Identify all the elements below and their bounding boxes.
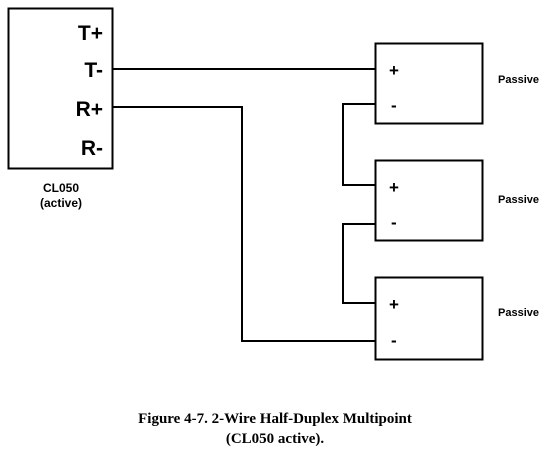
figure-caption: Figure 4-7. 2-Wire Half-Duplex Multipoin… xyxy=(0,409,550,449)
wires xyxy=(113,68,376,342)
caption-line-2: (CL050 active). xyxy=(225,431,325,447)
passive-2-minus: - xyxy=(391,213,397,232)
active-device-name: CL050 xyxy=(43,181,79,195)
terminal-r-plus: R+ xyxy=(76,98,103,121)
passive-3-minus: - xyxy=(391,331,397,350)
passive-2-label: Passive xyxy=(498,194,539,206)
active-device-mode: (active) xyxy=(40,196,82,210)
terminal-t-plus: T+ xyxy=(78,22,103,45)
wire-passive-1-minus-to-passive-2-plus xyxy=(342,103,376,186)
passive-2-plus: + xyxy=(389,178,399,197)
active-device-box xyxy=(7,7,114,170)
caption-line-1: Figure 4-7. 2-Wire Half-Duplex Multipoin… xyxy=(138,411,412,427)
passive-3-label: Passive xyxy=(498,307,539,319)
passive-device-box-2 xyxy=(374,159,484,242)
terminal-t-minus: T- xyxy=(84,59,103,82)
terminal-r-minus: R- xyxy=(81,137,103,160)
passive-device-box-1 xyxy=(374,42,484,125)
passive-3-plus: + xyxy=(389,295,399,314)
wire-r-plus-to-passive-3-minus xyxy=(113,106,376,342)
wire-passive-2-minus-to-passive-3-plus xyxy=(342,223,376,304)
passive-1-minus: - xyxy=(391,96,397,115)
passive-device-box-3 xyxy=(374,276,484,361)
passive-1-label: Passive xyxy=(498,74,539,86)
passive-1-plus: + xyxy=(389,61,399,80)
